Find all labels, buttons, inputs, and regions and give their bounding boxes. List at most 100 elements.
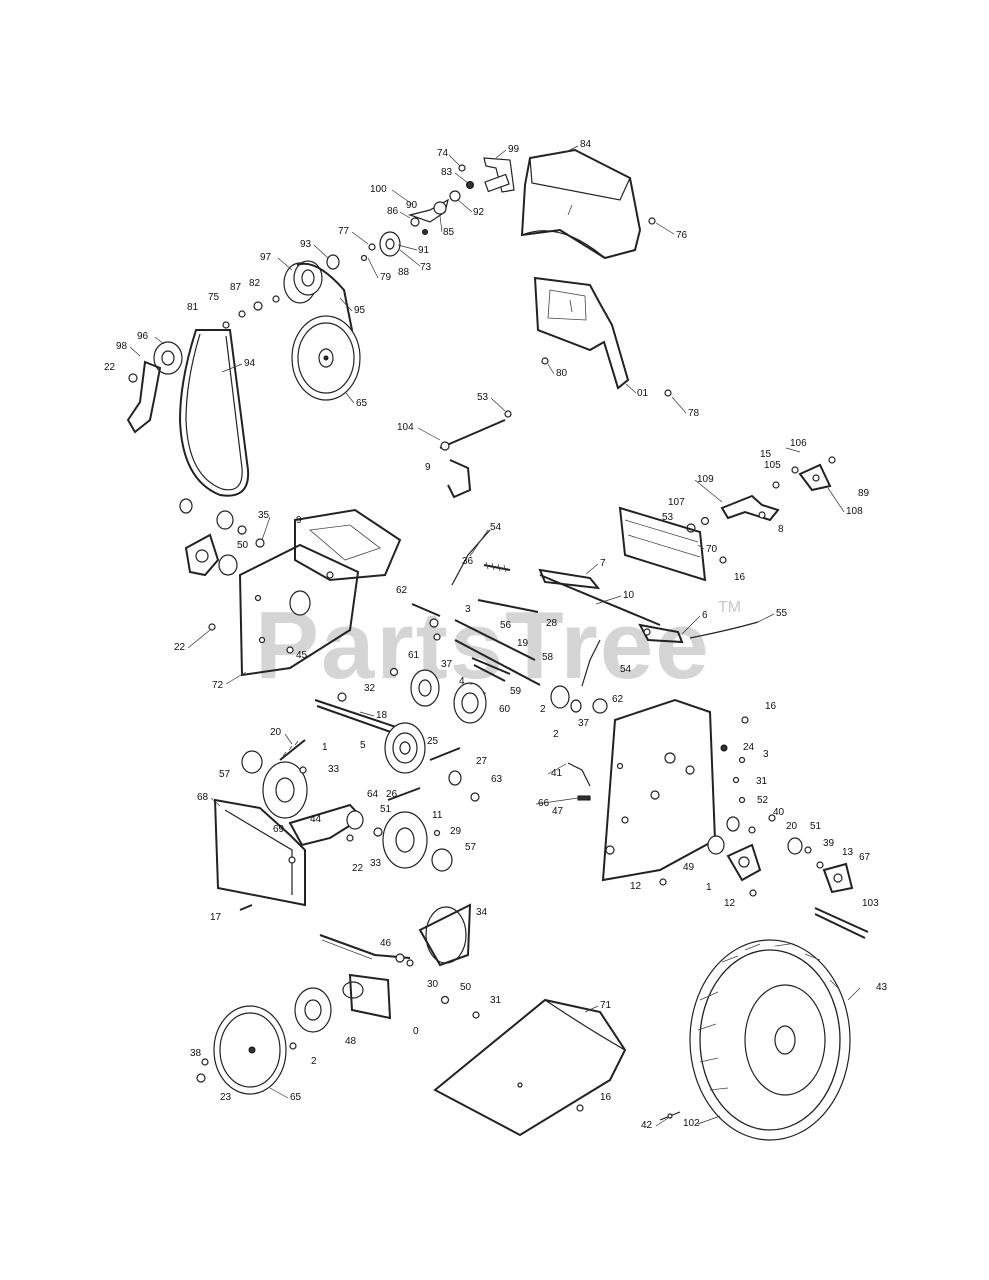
drive-pulley-65[interactable] [291, 315, 361, 401]
gear-5[interactable] [384, 722, 426, 774]
callout-56: 56 [500, 620, 512, 631]
impeller-34[interactable] [418, 903, 472, 967]
cover-bracket-99[interactable] [483, 157, 515, 193]
sprocket-11[interactable] [382, 811, 428, 869]
wheel-tire-102[interactable] [689, 939, 851, 1141]
callout-67: 67 [859, 852, 871, 863]
callout-37-right: 37 [578, 718, 590, 729]
bracket-108[interactable] [772, 456, 836, 492]
idler-arm-100[interactable] [407, 198, 449, 235]
right-frame-panel[interactable] [601, 698, 717, 882]
callout-1-left: 1 [322, 742, 328, 753]
key-66[interactable] [577, 795, 591, 801]
callout-42: 42 [641, 1120, 653, 1131]
idler-bracket-98[interactable] [126, 360, 162, 434]
bracket-69-44[interactable] [288, 803, 364, 847]
left-frame-panel-72[interactable] [238, 543, 360, 677]
idler-pulley-73[interactable] [360, 231, 401, 262]
shaft-58-59[interactable] [471, 657, 511, 682]
housing-0[interactable] [342, 973, 392, 1020]
bearing-51-64[interactable] [346, 810, 383, 842]
bearing-57a[interactable] [241, 750, 263, 774]
shaft-18[interactable] [314, 699, 406, 737]
axle-shafts-10-19-56[interactable] [454, 574, 661, 686]
shaft-46-30[interactable] [319, 934, 414, 967]
callout-109: 109 [697, 474, 714, 485]
callout-55: 55 [776, 608, 788, 619]
right-frame-hardware [659, 716, 824, 897]
callout-57-right: 57 [465, 842, 477, 853]
callout-105: 105 [764, 460, 781, 471]
drive-gear-60[interactable] [453, 682, 487, 724]
callout-98: 98 [116, 341, 128, 352]
callout-73: 73 [420, 262, 432, 273]
callout-5: 5 [360, 740, 366, 751]
callout-16-rightmid: 16 [765, 701, 777, 712]
side-plate-68[interactable] [213, 798, 306, 907]
bracket-67[interactable] [822, 862, 854, 894]
bearing-52-51[interactable] [707, 816, 803, 855]
cross-plate-70[interactable] [618, 506, 707, 582]
callout-87: 87 [230, 282, 242, 293]
skid-plate-71[interactable] [433, 998, 627, 1137]
callout-60: 60 [499, 704, 511, 715]
shift-bracket-109[interactable] [720, 494, 780, 522]
axle-rod-103[interactable] [814, 907, 869, 939]
callout-26: 26 [386, 789, 398, 800]
callout-76: 76 [676, 230, 688, 241]
sprocket-1[interactable] [262, 761, 308, 819]
callout-74: 74 [437, 148, 449, 159]
shift-rod-104[interactable] [439, 419, 506, 499]
shift-lever-6[interactable] [638, 623, 684, 644]
cable-54[interactable] [451, 529, 601, 687]
gear-4[interactable] [410, 669, 440, 707]
cable-55[interactable] [689, 621, 759, 639]
engine-pulley-97[interactable] [283, 254, 340, 304]
chain-20[interactable] [279, 739, 306, 761]
small-hardware-left [208, 623, 399, 677]
callout-95: 95 [354, 305, 366, 316]
callout-7: 7 [600, 558, 606, 569]
auger-belt-94[interactable] [178, 329, 250, 497]
callout-44: 44 [310, 814, 322, 825]
top-plate-9[interactable] [294, 508, 402, 582]
callout-23: 23 [220, 1092, 232, 1103]
chain-26[interactable] [387, 787, 421, 801]
callout-16-right: 16 [734, 572, 746, 583]
mounting-bracket-101[interactable] [533, 276, 630, 390]
bolt-17 [239, 904, 253, 911]
bearing-housing-1[interactable] [726, 843, 762, 882]
spring-36[interactable] [483, 561, 511, 573]
callout-102: 102 [683, 1118, 700, 1129]
callout-92: 92 [473, 207, 485, 218]
belt-cover-84[interactable] [520, 148, 642, 260]
callout-72: 72 [212, 680, 224, 691]
shift-arm-7[interactable] [538, 568, 601, 590]
callout-6: 6 [702, 610, 708, 621]
idler-pulley-96[interactable] [153, 341, 183, 375]
hub-48[interactable] [289, 987, 332, 1050]
watermark: PartsTree TM [255, 592, 741, 699]
bearing-57b[interactable] [431, 829, 453, 872]
callout-82: 82 [249, 278, 261, 289]
callout-75: 75 [208, 292, 220, 303]
spring-41[interactable] [567, 762, 591, 787]
callout-8: 8 [778, 524, 784, 535]
callout-77: 77 [338, 226, 350, 237]
callout-13: 13 [842, 847, 854, 858]
callout-90: 90 [406, 200, 418, 211]
callout-31-low: 31 [490, 995, 502, 1006]
callout-3-mid: 3 [465, 604, 471, 615]
callout-20-left: 20 [270, 727, 282, 738]
pulley-65b[interactable] [213, 1005, 287, 1095]
callout-20-right: 20 [786, 821, 798, 832]
flange-housing-50[interactable] [184, 533, 220, 577]
callout-91: 91 [418, 245, 430, 256]
bearing-2-62[interactable] [550, 685, 608, 714]
hardware-107-53 [686, 516, 727, 564]
chain-25[interactable] [429, 747, 461, 761]
callout-89: 89 [858, 488, 870, 499]
callout-27: 27 [476, 756, 488, 767]
callout-12-right: 12 [724, 898, 736, 909]
watermark-text: PartsTree [255, 592, 711, 699]
